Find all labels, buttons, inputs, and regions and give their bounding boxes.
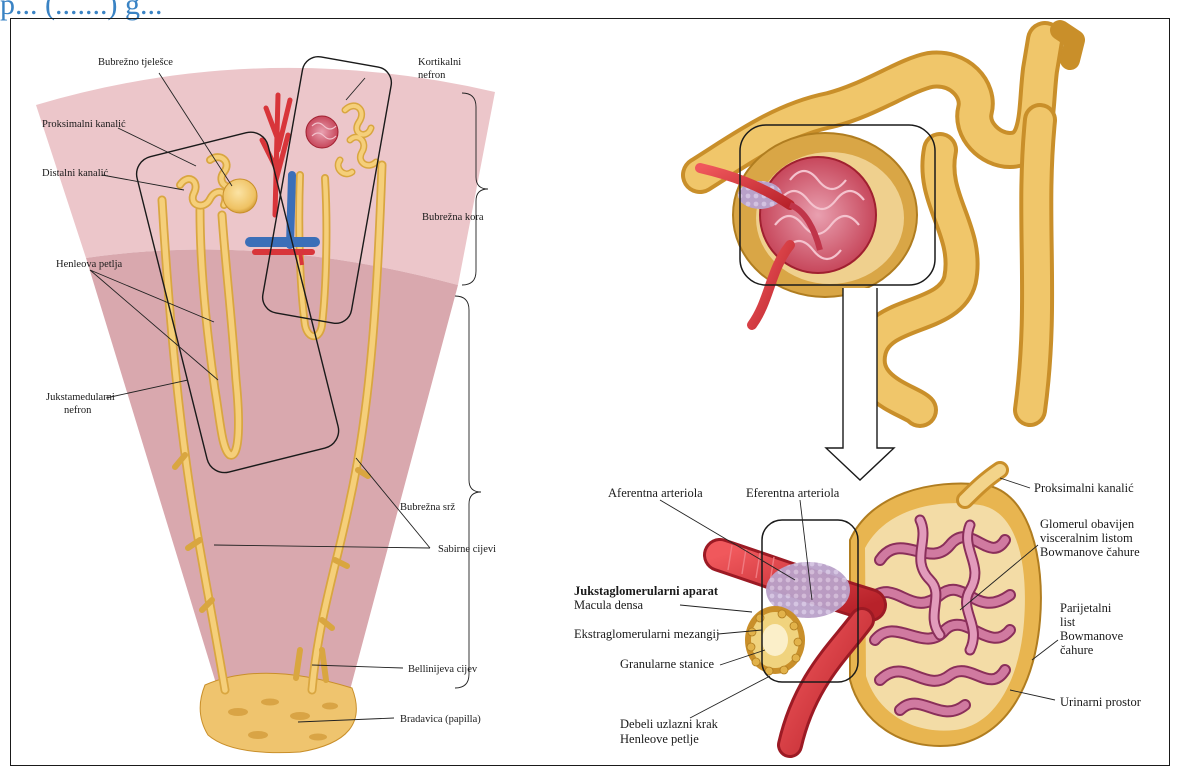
label-glomerul-1: Glomerul obavijen (1040, 517, 1135, 531)
cortical-glomerulus (306, 116, 338, 148)
label-debeli-1: Debeli uzlazni krak (620, 717, 719, 731)
label-parijetalni-3: Bowmanove (1060, 629, 1124, 643)
label-ekstraglomerularni-mezangij: Ekstraglomerularni mezangij (574, 627, 719, 641)
label-urinarni-prostor: Urinarni prostor (1060, 695, 1142, 709)
label-proksimalni-kanalic: Proksimalni kanalić (42, 119, 126, 130)
label-glomerul-3: Bowmanove čahure (1040, 545, 1140, 559)
label-parijetalni-1: Parijetalni (1060, 601, 1112, 615)
label-eferentna-arteriola: Eferentna arteriola (746, 486, 840, 500)
label-jukstaglomerularni-aparat: Jukstaglomerularni aparat (574, 584, 719, 598)
label-bradavica: Bradavica (papilla) (400, 714, 481, 725)
medulla-region (86, 249, 458, 697)
label-debeli-2: Henleove petlje (620, 732, 699, 746)
label-granularne-stanice: Granularne stanice (620, 657, 715, 671)
label-bellinijeva-cijev: Bellinijeva cijev (408, 664, 478, 675)
label-bubrezna-kora: Bubrežna kora (422, 212, 484, 223)
label-glomerul-2: visceralnim listom (1040, 531, 1133, 545)
label-kortikalni-nefron-1: Kortikalni (418, 57, 461, 68)
renal-corpuscle (223, 179, 257, 213)
label-kortikalni-nefron-2: nefron (418, 70, 446, 81)
label-jukstamedularni-2: nefron (64, 405, 92, 416)
label-bubrezna-srz: Bubrežna srž (400, 502, 455, 513)
kidney-section-diagram: Bubrežno tjelešce Kortikalni nefron Prok… (36, 54, 496, 752)
label-sabirne-cijevi: Sabirne cijevi (438, 544, 496, 555)
label-macula-densa: Macula densa (574, 598, 644, 612)
label-henleova-petlja: Henleova petlja (56, 259, 123, 270)
label-parijetalni-4: čahure (1060, 643, 1094, 657)
label-proksimalni-kanalic-right: Proksimalni kanalić (1034, 481, 1134, 495)
label-aferentna-arteriola: Aferentna arteriola (608, 486, 703, 500)
label-distalni-kanalic: Distalni kanalić (42, 168, 109, 179)
renal-corpuscle-overview (700, 30, 1075, 480)
label-jukstamedularni-1: Jukstamedularni (46, 392, 115, 403)
label-bubrezno-tjelesce: Bubrežno tjelešce (98, 57, 173, 68)
label-parijetalni-2: list (1060, 615, 1076, 629)
juxtaglomerular-apparatus-diagram: Aferentna arteriola Eferentna arteriola … (574, 470, 1142, 746)
